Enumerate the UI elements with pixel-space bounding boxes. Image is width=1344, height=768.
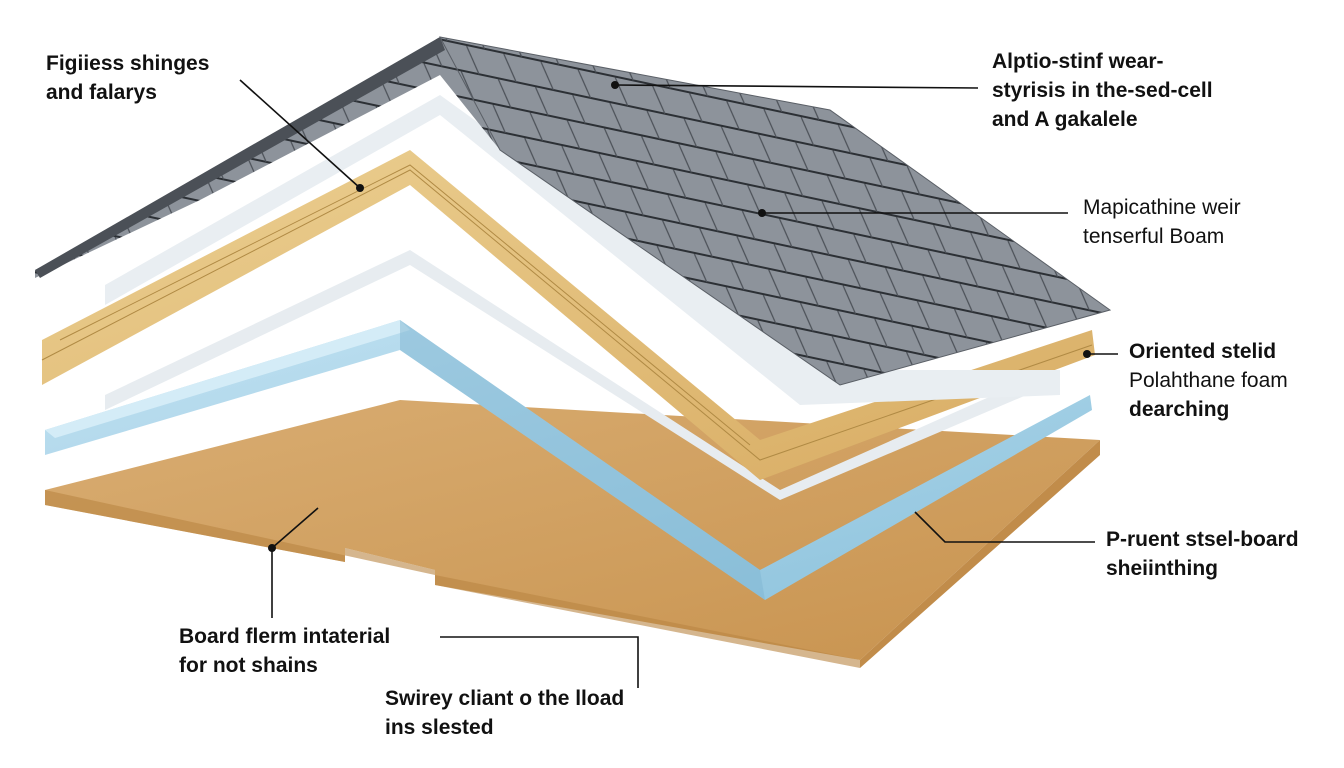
label-lower-right: P-ruent stsel-board sheiinthing <box>1106 528 1299 580</box>
label-top-right: Alptio-stinf wear- styrisis in the‑sed-c… <box>992 50 1213 131</box>
label-mid-right-2: Oriented stelid Polahthane foam dearchin… <box>1129 340 1288 421</box>
label-mid-right-1: Mapicathine weir tenserful Boam <box>1083 196 1241 248</box>
label-bottom-center: Swirey cliant o the lload ins slested <box>385 687 625 739</box>
leader-dots <box>268 81 1091 552</box>
foam-layer <box>45 320 1092 600</box>
label-bottom-left: Board flerm intaterial for not shains <box>179 625 391 677</box>
shingle-layer <box>35 36 1112 386</box>
wood-layer <box>41 150 1095 480</box>
underlay-upper <box>105 95 1060 405</box>
label-top-left: Figiiess shinges and falarys <box>46 52 210 104</box>
